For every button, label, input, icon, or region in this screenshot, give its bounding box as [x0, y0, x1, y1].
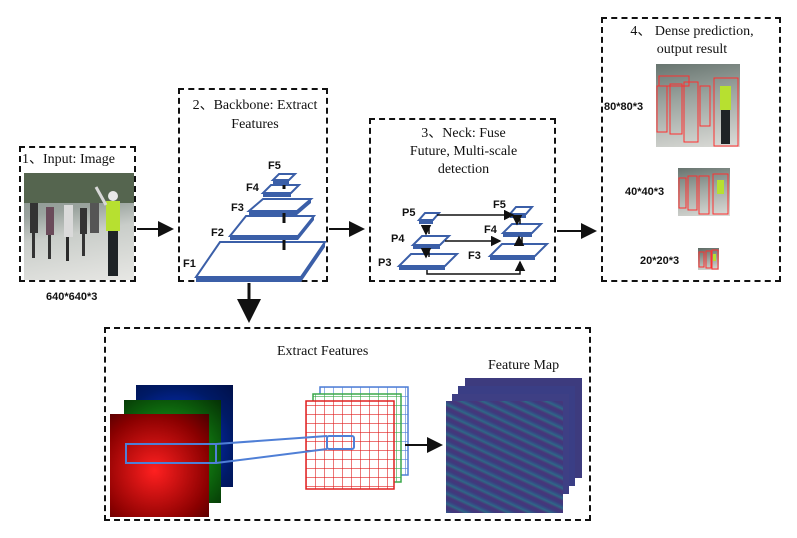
neck-label-f4: F4: [484, 224, 497, 236]
dense-title-line1: 4、 Dense prediction,: [630, 24, 754, 39]
prediction-image-medium: [678, 168, 730, 216]
input-size-label: 640*640*3: [46, 291, 98, 303]
neck-section: [369, 118, 556, 282]
neck-title-line3: detection: [437, 162, 490, 177]
channel-red: [110, 414, 209, 517]
prediction-image-small-content: [698, 249, 719, 270]
neck-label-f3: F3: [468, 250, 481, 262]
input-image-pedestrians: [24, 173, 134, 276]
backbone-label-f3: F3: [231, 202, 244, 214]
prediction-image-medium-content: [678, 173, 729, 215]
scale-label-40: 40*40*3: [625, 186, 665, 198]
scale-label-20: 20*20*3: [640, 255, 680, 267]
neck-label-p4: P4: [391, 233, 405, 245]
backbone-label-f4: F4: [246, 182, 259, 194]
sliding-window: [125, 443, 217, 464]
backbone-label-f2: F2: [211, 227, 224, 239]
backbone-label-f1: F1: [183, 258, 196, 270]
receptive-cell: [326, 435, 355, 450]
neck-title-line1: 3、Neck: Fuse: [421, 126, 506, 141]
scale-label-80: 80*80*3: [604, 101, 644, 113]
feature-map-layer-1: [446, 401, 563, 513]
prediction-image-large-content: [656, 75, 739, 147]
input-image: [24, 173, 134, 280]
kernel-grid-red: [305, 400, 395, 490]
neck-label-f5: F5: [493, 199, 506, 211]
backbone-title-line1: 2、Backbone: Extract: [192, 98, 318, 113]
input-title: 1、Input: Image: [22, 152, 115, 167]
feature-map-label: Feature Map: [488, 358, 560, 373]
extract-title: Extract Features: [277, 344, 369, 359]
neck-label-p5: P5: [402, 207, 416, 219]
dense-title-line2: output result: [656, 42, 728, 57]
backbone-title-line2: Features: [231, 117, 279, 132]
backbone-label-f5: F5: [268, 160, 281, 172]
prediction-image-large: [656, 64, 740, 147]
dense-prediction-section: [601, 17, 781, 282]
neck-label-p3: P3: [378, 257, 392, 269]
input-section: [19, 146, 136, 282]
neck-title-line2: Future, Multi-scale: [409, 144, 518, 159]
prediction-image-small: [698, 248, 719, 270]
extract-features-section: [104, 327, 591, 521]
